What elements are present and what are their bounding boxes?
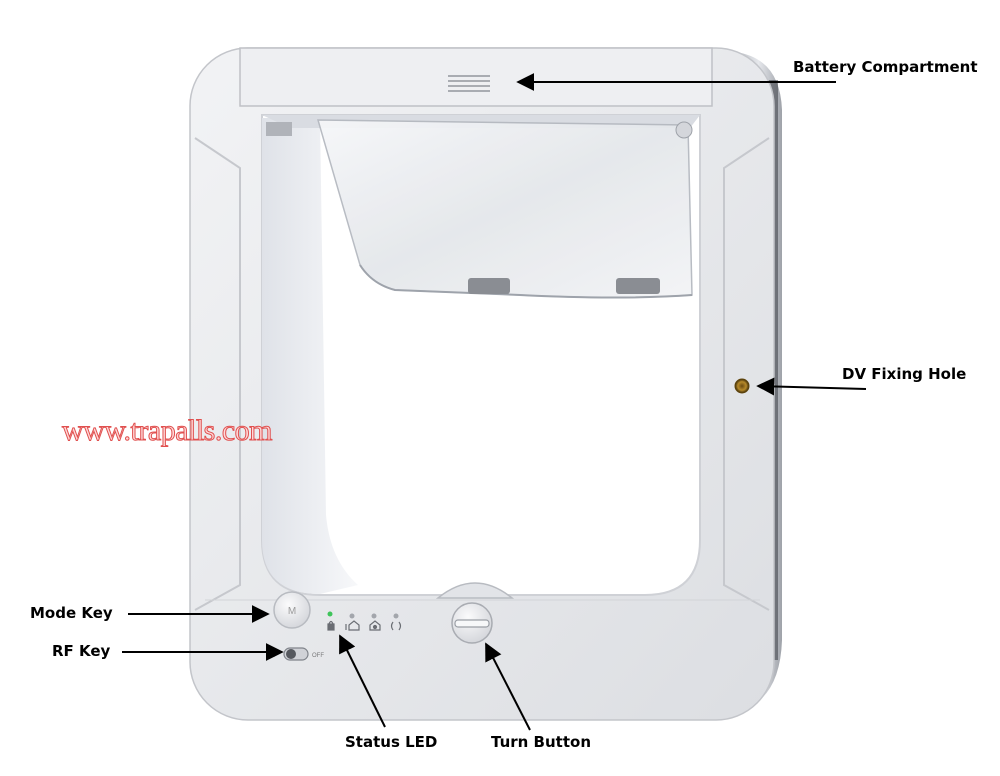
- house-in-icon: [369, 620, 381, 631]
- status-led-label: Status LED: [345, 733, 437, 751]
- turn-button-label: Turn Button: [491, 733, 591, 751]
- switch-on-label: ON: [266, 653, 275, 659]
- learn-icon: [390, 621, 402, 631]
- mode-key-button[interactable]: [273, 591, 311, 629]
- dv-fixing-hole: [734, 378, 750, 394]
- status-led-3: [371, 613, 377, 619]
- rf-key-switch-knob: [286, 649, 296, 659]
- turn-button-grip: [454, 619, 490, 628]
- status-led-green: [327, 611, 333, 617]
- status-led-panel: [327, 611, 402, 631]
- lock-icon: [327, 620, 335, 631]
- dv-fixing-hole-label: DV Fixing Hole: [842, 365, 966, 383]
- bottom-latch: [435, 582, 515, 599]
- left-side-bevel: [194, 137, 241, 611]
- house-out-icon: [345, 620, 360, 631]
- mode-key-letter: M: [288, 606, 296, 617]
- watermark-text: www.trapalls.com: [62, 414, 272, 447]
- flap-hinge-left: [266, 122, 292, 136]
- switch-off-label: OFF: [312, 653, 324, 659]
- dv-fixing-hole-arrow: [756, 377, 867, 396]
- battery-latch-icon: [448, 75, 490, 92]
- flap-hinge-right: [675, 121, 693, 139]
- status-led-2: [349, 613, 355, 619]
- flap-magnet-right: [616, 278, 660, 294]
- right-side-bevel: [723, 137, 770, 611]
- transparent-flap: [316, 119, 693, 299]
- status-led-arrow: [339, 634, 386, 728]
- flap-bottom-edge: [359, 264, 693, 299]
- status-led-4: [393, 613, 399, 619]
- mode-key-label: Mode Key: [30, 604, 113, 622]
- rf-key-label: RF Key: [52, 642, 111, 660]
- battery-compartment-label: Battery Compartment: [793, 58, 978, 76]
- tunnel-left-wall: [262, 118, 358, 594]
- turn-button-arrow: [485, 642, 531, 731]
- flap-magnet-left: [468, 278, 510, 294]
